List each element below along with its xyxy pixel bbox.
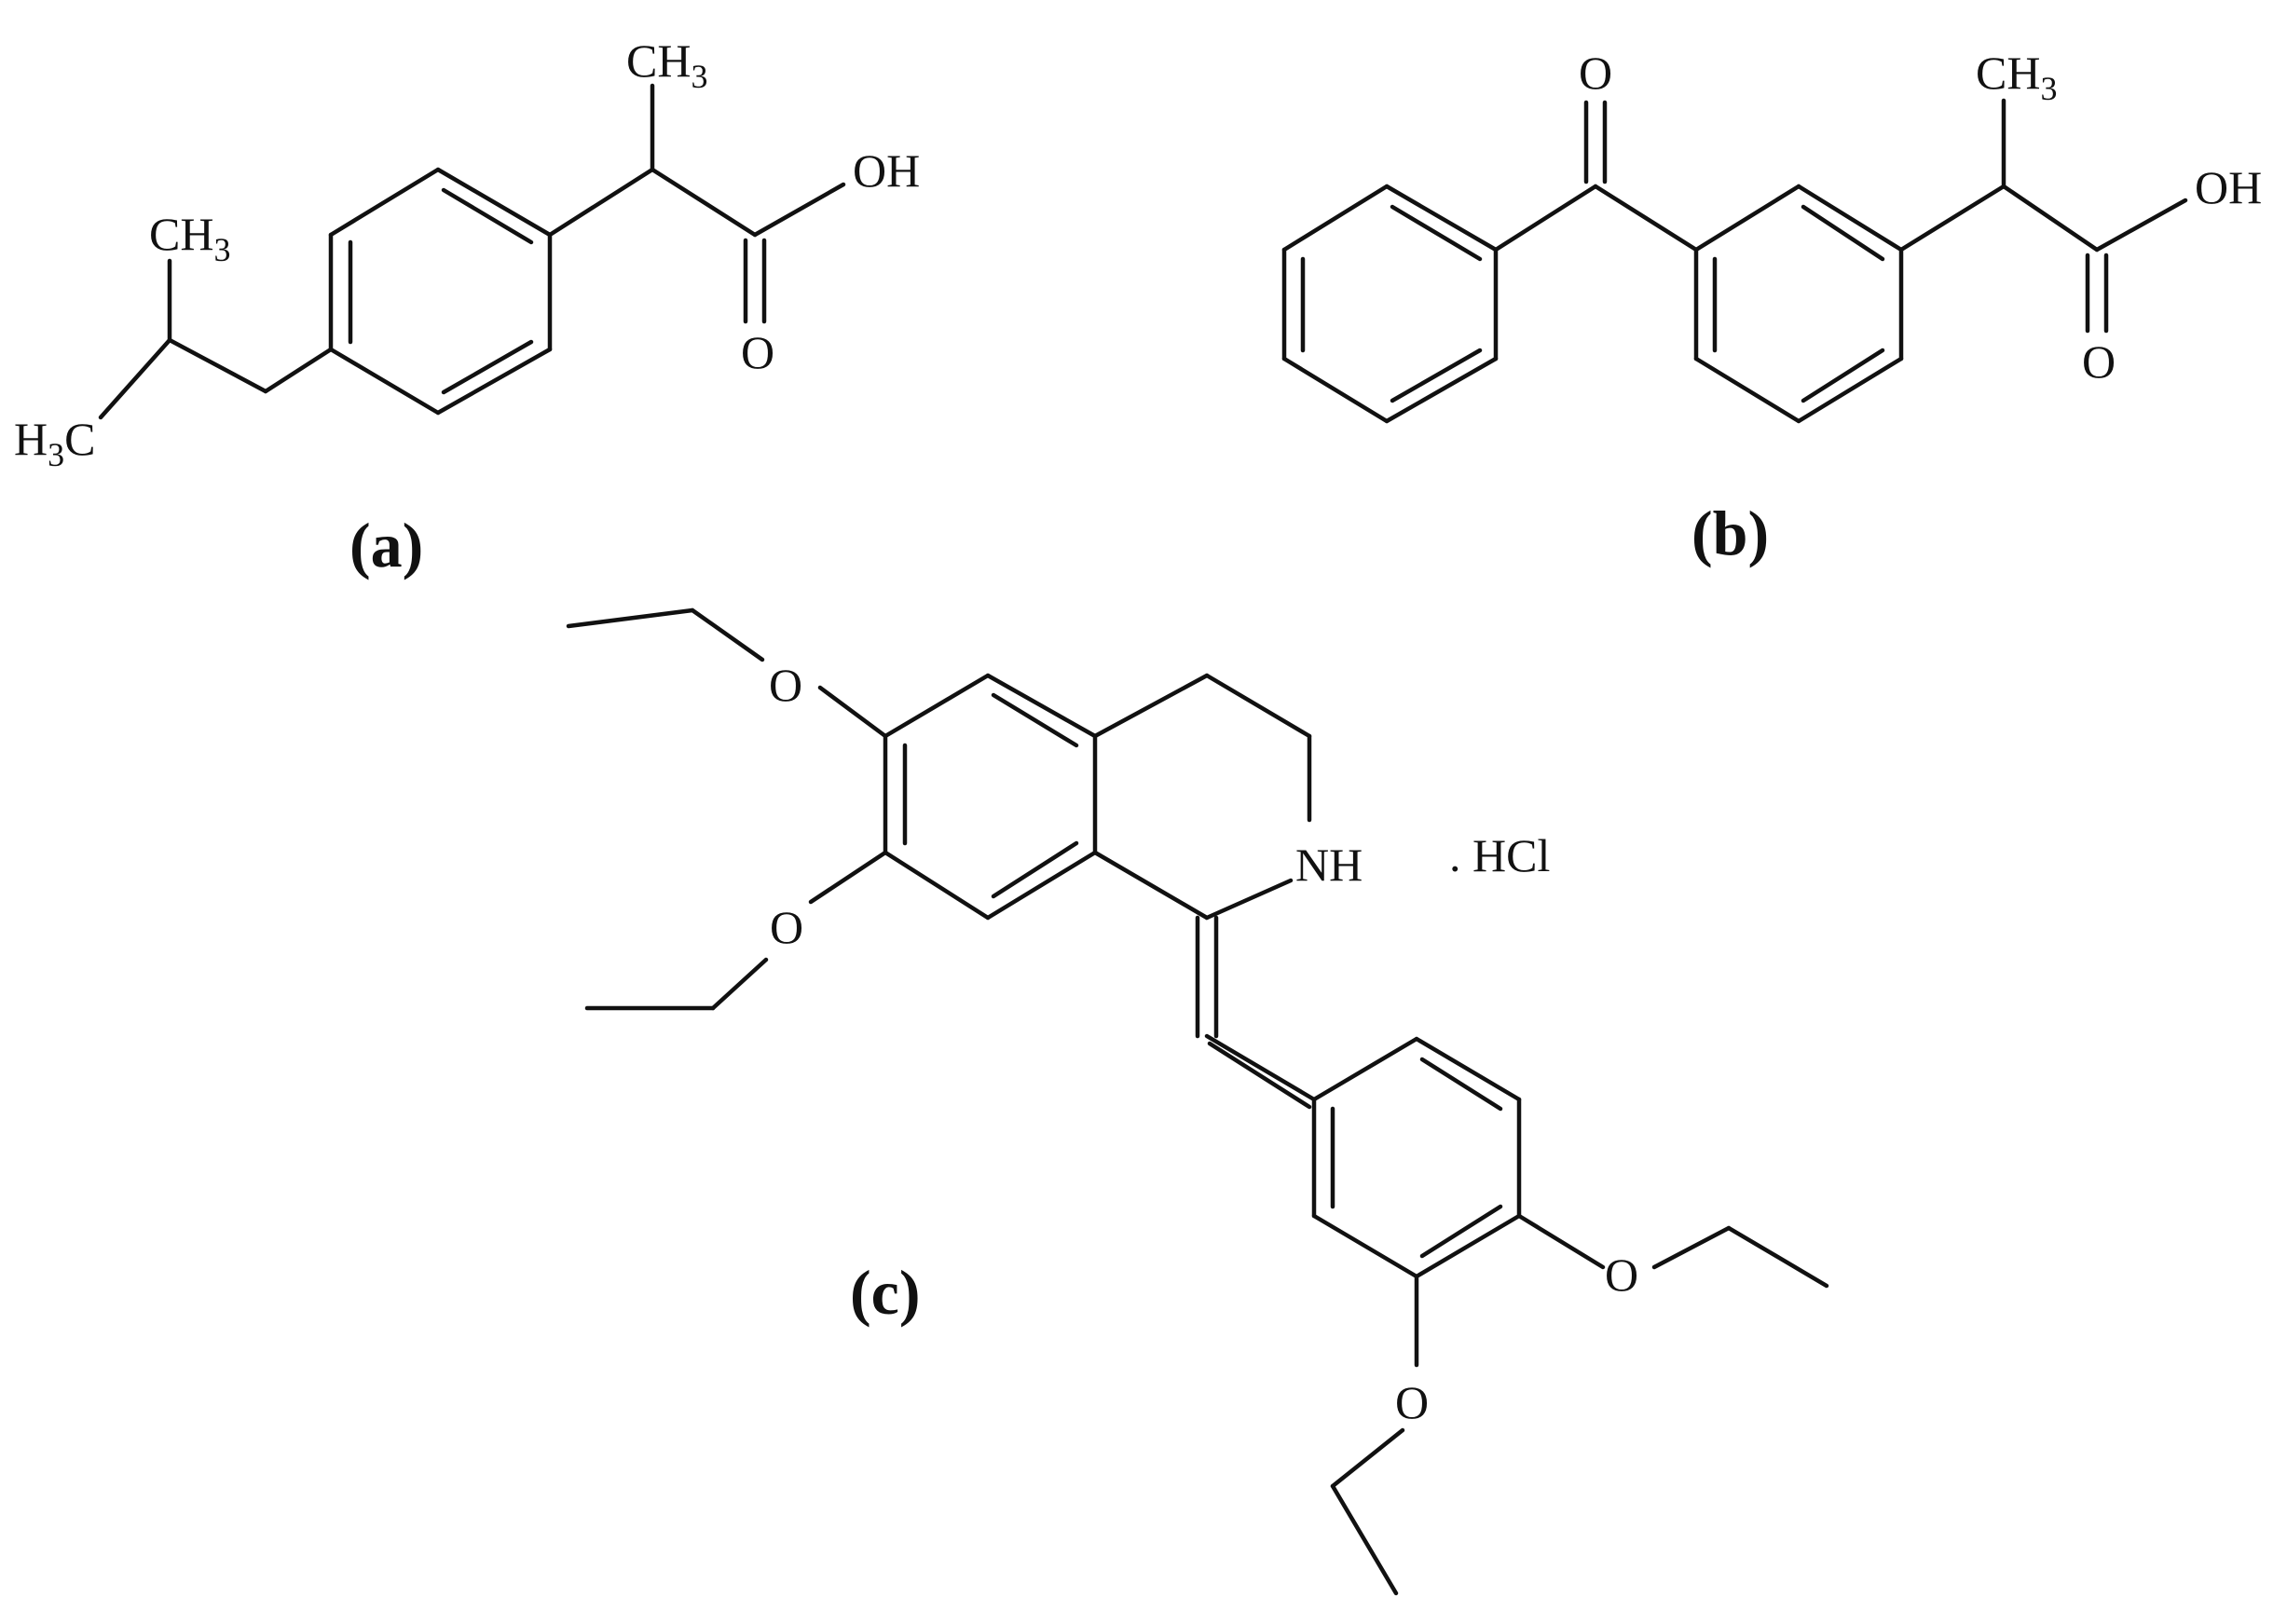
o-atom-label: O: [1395, 1376, 1429, 1428]
molecule-b: O CH3 OH O (b): [1281, 47, 2262, 568]
o-atom-label: O: [770, 901, 803, 953]
molecule-b-bonds: [1281, 98, 2188, 424]
molecule-c-bonds: [566, 607, 1829, 1596]
o-atom-label: O: [741, 326, 774, 378]
nh-atom-label: NH: [1295, 839, 1363, 891]
o-atom-label: O: [1605, 1249, 1638, 1301]
molecule-a: CH3 CH3 H3C OH O (a): [14, 34, 920, 580]
ch3-atom-label: CH3: [149, 208, 230, 268]
caption-a: (a): [349, 510, 423, 580]
oh-atom-label: OH: [2195, 161, 2262, 213]
o-atom-label: O: [769, 659, 802, 711]
ch3-atom-label: CH3: [626, 34, 707, 95]
molecule-a-bonds: [98, 83, 846, 420]
ch3-atom-label: CH3: [1976, 47, 2057, 107]
hcl-salt-label: . HCl: [1449, 829, 1550, 881]
o-atom-label: O: [1579, 47, 1612, 99]
caption-c: (c): [850, 1257, 920, 1328]
h3c-atom-label: H3C: [14, 413, 95, 473]
molecule-c: O O NH O O . HCl (c): [566, 607, 1829, 1596]
oh-atom-label: OH: [853, 144, 920, 197]
caption-b: (b): [1691, 498, 1769, 568]
o-atom-label: O: [2082, 335, 2116, 388]
